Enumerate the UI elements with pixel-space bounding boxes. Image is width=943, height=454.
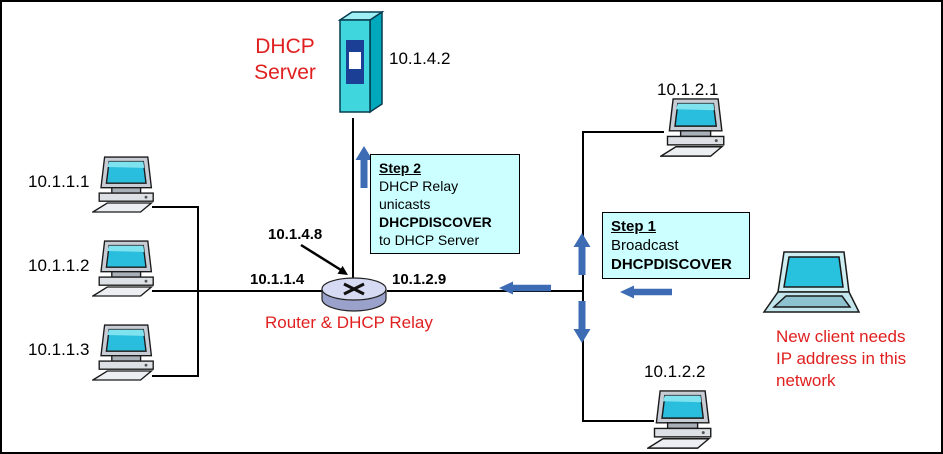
router-pointer-arrow bbox=[298, 242, 352, 280]
desktop-icon-10112 bbox=[92, 240, 164, 298]
link-client-right-bottom bbox=[582, 420, 654, 422]
laptop-broadcast-left-arrow bbox=[620, 285, 672, 299]
client-right-bottom-ip-label: 10.1.2.2 bbox=[644, 362, 706, 381]
server-ip-label: 10.1.4.2 bbox=[389, 49, 451, 68]
dhcp-server-label: DHCP Server bbox=[240, 34, 330, 86]
client1-ip-label: 10.1.1.1 bbox=[28, 172, 90, 191]
desktop-icon-10113 bbox=[92, 324, 164, 382]
router-uplink-ip-label: 10.1.4.8 bbox=[268, 226, 323, 243]
step1-line2: DHCPDISCOVER bbox=[611, 256, 732, 273]
link-client2 bbox=[152, 290, 198, 292]
step2-callout: Step 2 DHCP Relay unicasts DHCPDISCOVER … bbox=[370, 154, 520, 254]
new-client-note-line3: network bbox=[776, 371, 836, 390]
left-network-bus bbox=[197, 206, 199, 377]
desktop-icon-10111 bbox=[92, 156, 164, 214]
link-server-to-router bbox=[352, 118, 354, 278]
new-client-note-line1: New client needs bbox=[776, 327, 906, 346]
router-right-ip-label: 10.1.2.9 bbox=[392, 271, 447, 288]
desktop-icon-10121 bbox=[660, 98, 735, 158]
link-client3 bbox=[152, 375, 198, 377]
broadcast-up-arrow bbox=[573, 233, 591, 275]
dhcp-server-icon bbox=[332, 10, 388, 120]
step2-line1: DHCP Relay bbox=[379, 178, 459, 194]
step1-title: Step 1 bbox=[611, 218, 657, 235]
step2-line4: to DHCP Server bbox=[379, 232, 480, 248]
step2-line3: DHCPDISCOVER bbox=[379, 214, 492, 230]
client3-ip-label: 10.1.1.3 bbox=[28, 340, 90, 359]
new-client-note: New client needs IP address in this netw… bbox=[776, 326, 906, 392]
router-label: Router & DHCP Relay bbox=[265, 313, 433, 332]
link-client1 bbox=[152, 206, 198, 208]
link-client-right-top bbox=[582, 131, 664, 133]
dhcp-server-label-line2: Server bbox=[254, 61, 316, 84]
step1-callout: Step 1 Broadcast DHCPDISCOVER bbox=[602, 212, 750, 279]
right-network-bus bbox=[582, 131, 584, 422]
step2-line2: unicasts bbox=[379, 196, 431, 212]
desktop-icon-10122 bbox=[647, 390, 722, 450]
client-right-top-ip-label: 10.1.2.1 bbox=[657, 80, 719, 99]
router-icon bbox=[319, 274, 389, 314]
link-leftbus-to-router bbox=[198, 290, 323, 292]
step1-line1: Broadcast bbox=[611, 237, 679, 254]
dhcp-server-label-line1: DHCP bbox=[255, 35, 315, 58]
router-left-ip-label: 10.1.1.4 bbox=[250, 271, 305, 288]
unicast-up-arrow bbox=[355, 146, 373, 188]
new-client-laptop-icon bbox=[758, 250, 862, 328]
broadcast-down-arrow bbox=[573, 301, 591, 343]
step2-title: Step 2 bbox=[379, 160, 422, 176]
relay-left-arrow bbox=[499, 281, 551, 295]
client2-ip-label: 10.1.1.2 bbox=[28, 256, 90, 275]
new-client-note-line2: IP address in this bbox=[776, 349, 907, 368]
link-router-to-rightbus bbox=[387, 290, 583, 292]
